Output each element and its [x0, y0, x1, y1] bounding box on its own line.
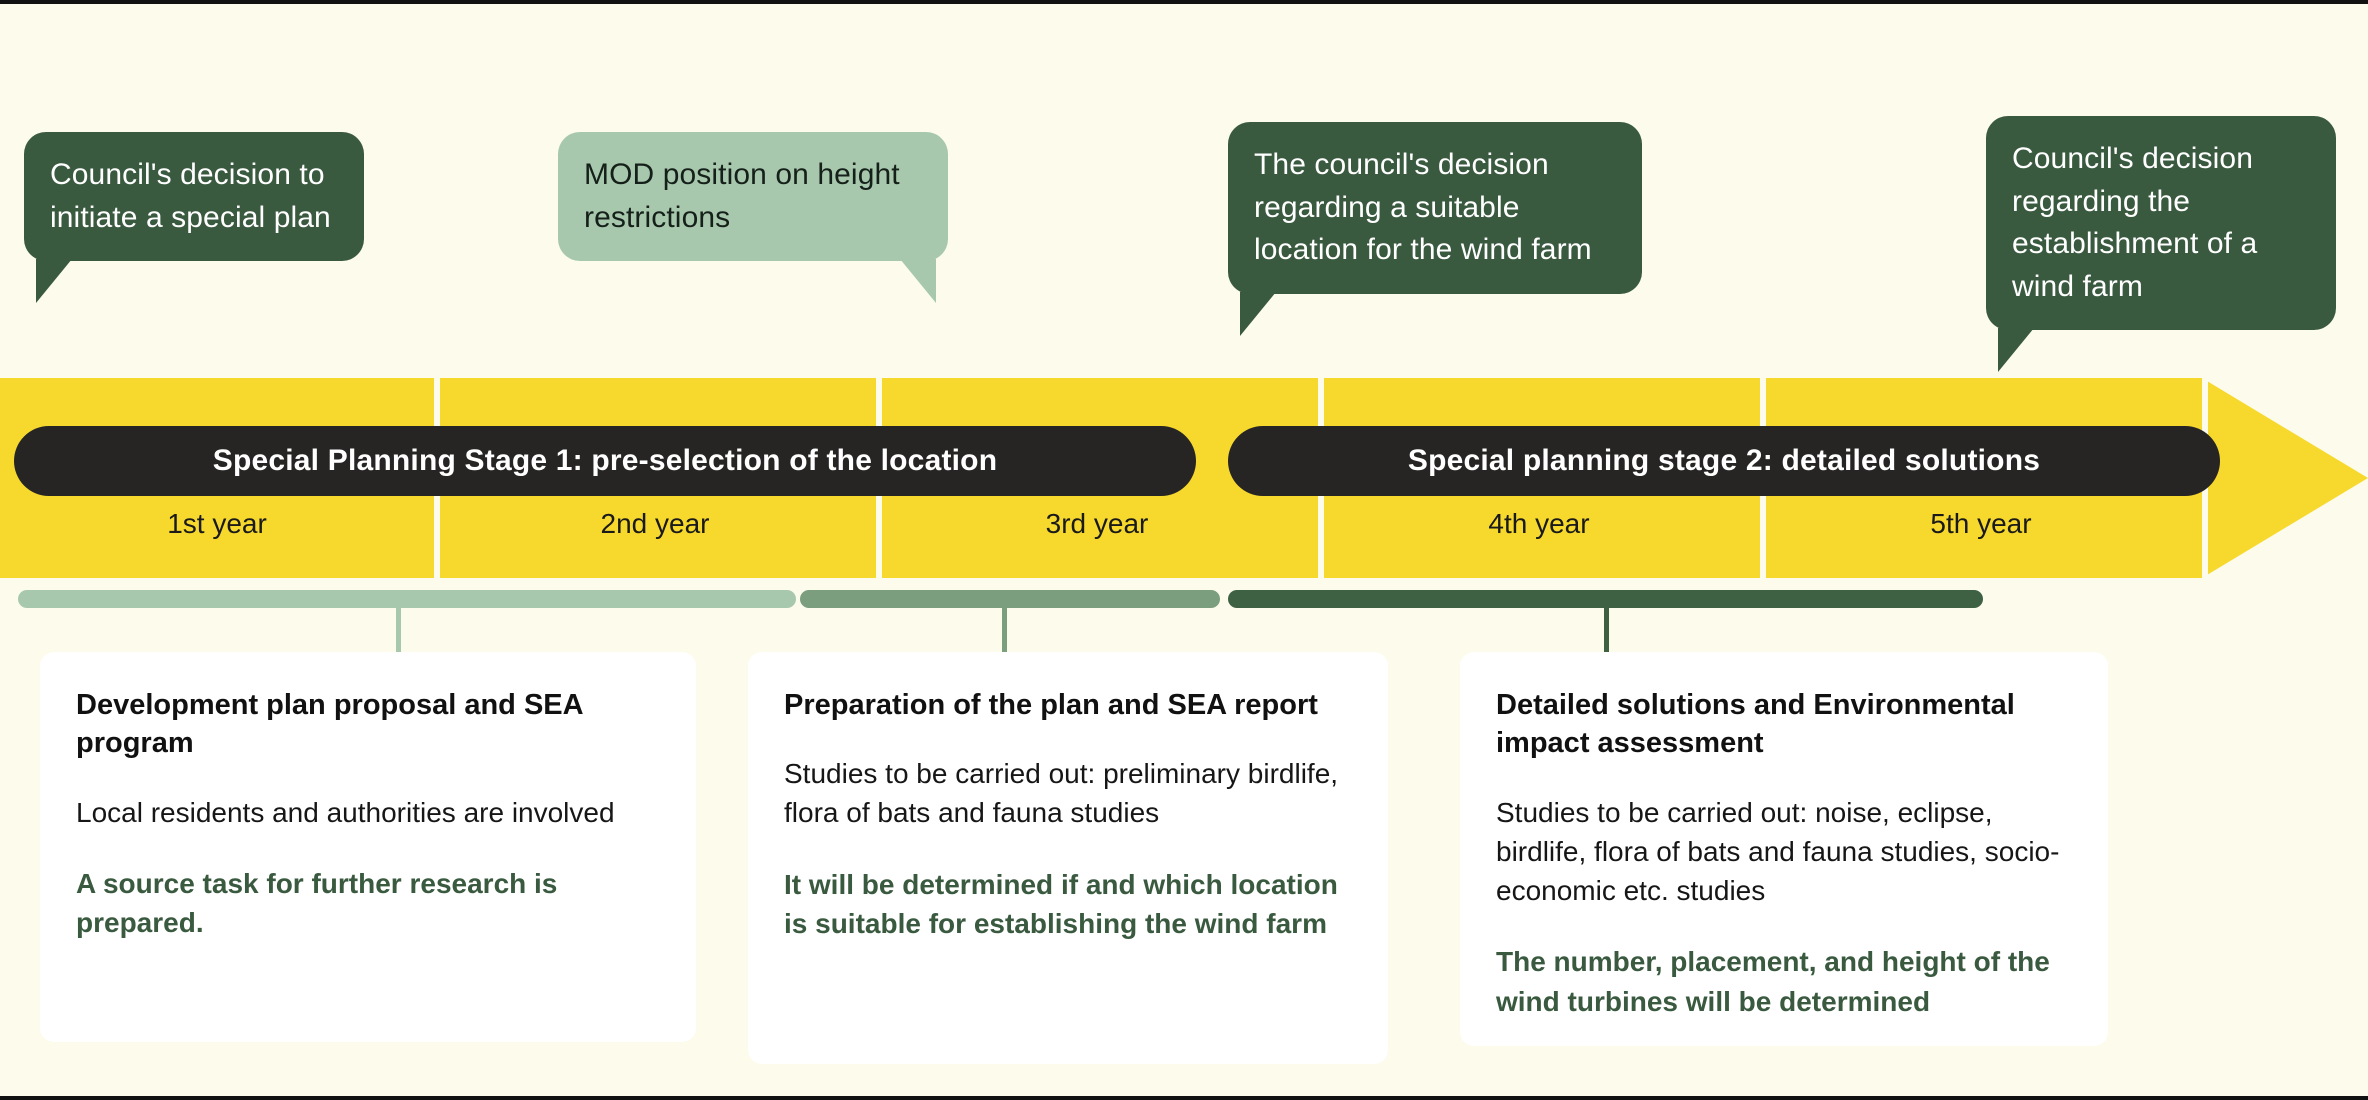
milestone-bubble-4: Council's decision regarding the establi… — [1986, 116, 2336, 373]
bubble-tail-left-icon — [36, 259, 72, 304]
year-label-4: 4th year — [1488, 508, 1590, 539]
bubble-tail-left-icon — [1240, 291, 1276, 336]
phase-card-1-accent: A source task for further research is pr… — [76, 867, 558, 939]
phase-card-3: Detailed solutions and Environmental imp… — [1460, 652, 2108, 1046]
phase-card-1-title: Development plan proposal and SEA progra… — [76, 689, 583, 760]
phase-connector-2 — [1002, 608, 1007, 672]
bubble-tail-left-icon — [1998, 328, 2034, 373]
phase-bar-1 — [18, 590, 796, 608]
phase-card-2-body: Studies to be carried out: preliminary b… — [784, 758, 1339, 829]
year-label-1: 1st year — [167, 508, 267, 539]
milestone-bubble-3-text: The council's decision regarding a suita… — [1254, 148, 1592, 267]
stage-pill-1-label: Special Planning Stage 1: pre-selection … — [212, 444, 998, 477]
year-label-3: 3rd year — [1045, 508, 1149, 539]
timeline-arrow-head-icon — [2202, 378, 2368, 578]
stage-pill-2: Special planning stage 2: detailed solut… — [1228, 426, 2220, 496]
bubble-tail-right-icon — [900, 259, 936, 304]
year-label-2: 2nd year — [600, 508, 710, 539]
phase-card-2-title: Preparation of the plan and SEA report — [784, 689, 1318, 721]
milestone-bubble-3: The council's decision regarding a suita… — [1228, 122, 1642, 336]
phase-connector-3 — [1604, 608, 1609, 672]
milestone-bubbles-layer: Council's decision to initiate a special… — [0, 4, 2368, 384]
timeline-bar: 1st year 2nd year 3rd year 4th year 5th … — [0, 378, 2368, 578]
year-label-5: 5th year — [1930, 508, 2032, 539]
milestone-bubble-2: MOD position on height restrictions — [558, 132, 948, 304]
phase-bar-2 — [800, 590, 1220, 608]
stage-pill-2-label: Special planning stage 2: detailed solut… — [1407, 444, 2041, 477]
phase-card-3-body: Studies to be carried out: noise, eclips… — [1496, 796, 2060, 906]
phase-card-2-accent: It will be determined if and which locat… — [784, 868, 1338, 940]
phase-card-3-accent: The number, placement, and height of the… — [1496, 946, 2050, 1017]
milestone-bubble-1: Council's decision to initiate a special… — [24, 132, 364, 304]
phase-bar-3 — [1228, 590, 1983, 608]
phase-card-2: Preparation of the plan and SEA report S… — [748, 652, 1388, 1064]
phase-connector-1 — [396, 608, 401, 672]
milestone-bubble-1-text: Council's decision to initiate a special… — [50, 158, 331, 234]
phase-card-1-body: Local residents and authorities are invo… — [76, 796, 615, 828]
stage-pill-1: Special Planning Stage 1: pre-selection … — [14, 426, 1196, 496]
phase-card-3-title: Detailed solutions and Environmental imp… — [1496, 689, 2015, 760]
milestone-bubble-4-text: Council's decision regarding the establi… — [2012, 142, 2258, 303]
phase-card-1: Development plan proposal and SEA progra… — [40, 652, 696, 1042]
milestone-bubble-2-text: MOD position on height restrictions — [584, 158, 900, 234]
